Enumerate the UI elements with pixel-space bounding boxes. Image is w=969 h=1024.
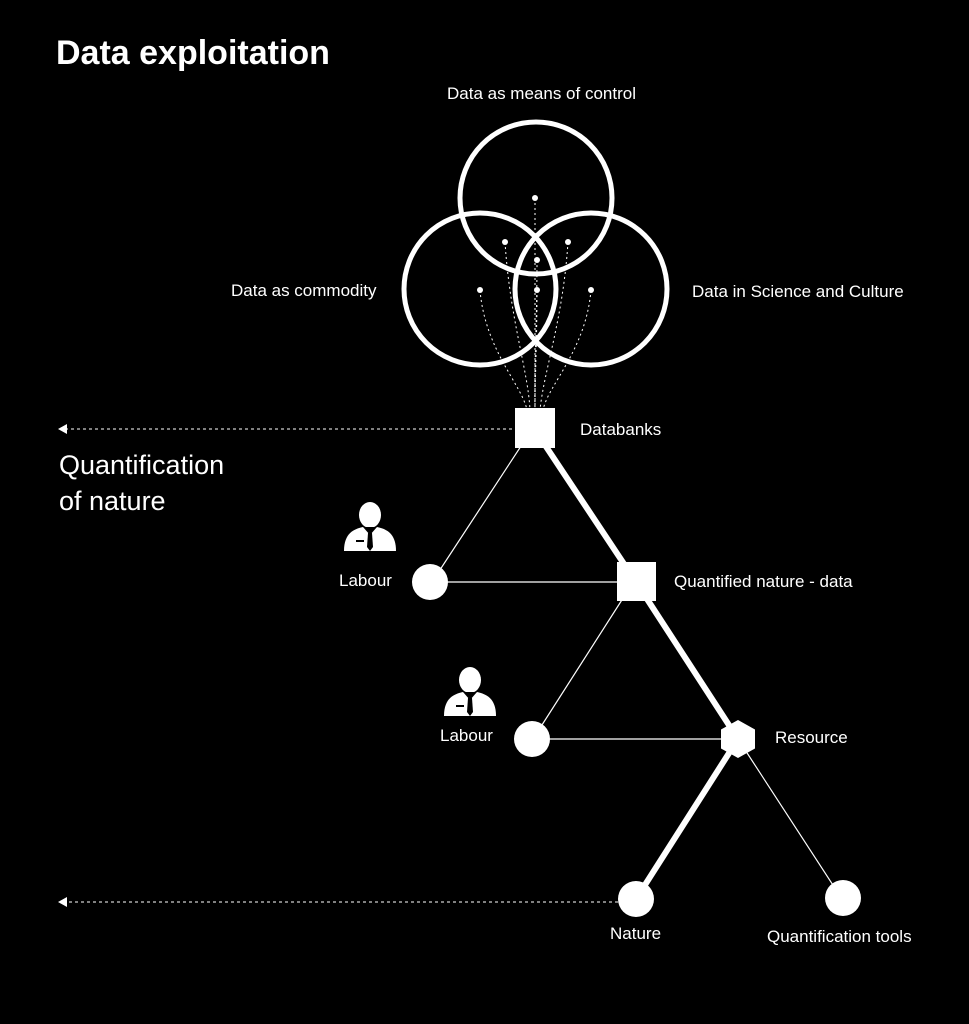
circle-means-of-control [457, 119, 615, 277]
spine-resource-nature [633, 736, 741, 902]
dot-icon [588, 287, 594, 293]
spine-quantified-resource [633, 579, 741, 742]
connector-resource-tools [737, 738, 843, 900]
databanks-square [515, 408, 555, 448]
label-databanks: Databanks [580, 420, 662, 439]
label-labour-lower: Labour [440, 726, 493, 745]
spine-databanks-quantified [532, 427, 639, 585]
side-label-line1: Quantification [59, 450, 225, 480]
label-science-culture: Data in Science and Culture [692, 282, 904, 301]
data-thread [539, 241, 569, 411]
label-resource: Resource [775, 728, 848, 747]
label-quantification-tools: Quantification tools [767, 927, 912, 946]
dotted-arrows [58, 424, 618, 907]
label-commodity: Data as commodity [231, 281, 377, 300]
labour-node-lower [514, 721, 550, 757]
data-thread [542, 289, 592, 411]
data-threads [479, 198, 592, 411]
label-labour-upper: Labour [339, 571, 392, 590]
arrow-left-icon [58, 897, 67, 907]
connector-quantified-labour [532, 591, 628, 740]
resource-hexagon [721, 720, 755, 758]
data-thread [479, 289, 528, 411]
labour-node-upper [412, 564, 448, 600]
dot-icon [502, 239, 508, 245]
data-thread [534, 289, 538, 411]
side-label-line2: of nature [59, 486, 166, 516]
label-quantified-nature: Quantified nature - data [674, 572, 853, 591]
quantification-tools-node [825, 880, 861, 916]
nature-node [618, 881, 654, 917]
thin-connectors [431, 439, 843, 900]
data-thread [504, 241, 531, 411]
thick-spine [532, 427, 741, 902]
circle-commodity [401, 210, 559, 368]
dot-icon [532, 195, 538, 201]
connector-databanks-labour [431, 439, 526, 583]
person-with-tie-icon [444, 667, 496, 716]
nodes [412, 408, 861, 917]
venn-circles [401, 119, 670, 368]
label-means-of-control: Data as means of control [447, 84, 636, 103]
quantified-nature-square [617, 562, 656, 601]
dot-icon [534, 287, 540, 293]
arrow-left-icon [58, 424, 67, 434]
person-with-tie-icon [344, 502, 396, 551]
data-points [477, 195, 594, 293]
dot-icon [477, 287, 483, 293]
dot-icon [565, 239, 571, 245]
page-title: Data exploitation [56, 34, 330, 72]
side-label-quantification-of-nature: Quantification of nature [59, 447, 224, 519]
dot-icon [534, 257, 540, 263]
label-nature: Nature [610, 924, 662, 943]
circle-science-culture [512, 210, 670, 368]
